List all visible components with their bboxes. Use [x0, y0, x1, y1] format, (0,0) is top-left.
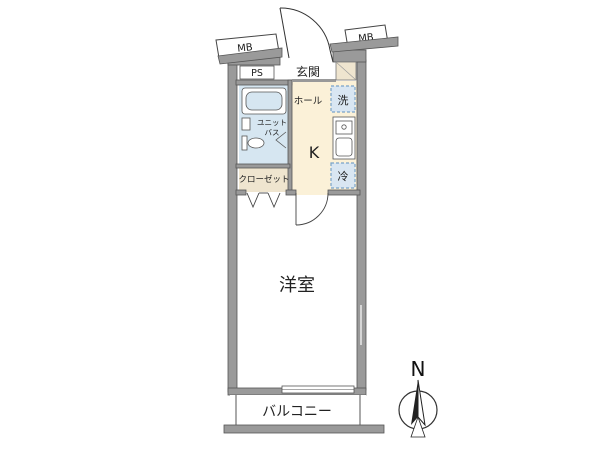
entrance-label: 玄関 — [296, 64, 320, 79]
kitchen-counter — [332, 116, 356, 160]
washer-label: 洗 — [338, 94, 349, 107]
entrance-floor — [290, 60, 336, 81]
ps-label: PS — [251, 68, 263, 79]
top-slanted-wall — [217, 47, 283, 65]
mb-left-label: MB — [237, 42, 254, 55]
western-room-floor — [236, 195, 358, 388]
door-swing-icon — [279, 7, 334, 63]
washer-box — [330, 85, 356, 113]
compass-north-icon — [398, 379, 438, 438]
entrance-step — [292, 79, 336, 82]
balcony-window — [281, 385, 355, 394]
balcony-label: バルコニー — [262, 404, 332, 420]
kitchen-label: K — [309, 143, 320, 162]
balcony — [223, 395, 385, 434]
stove-icon — [335, 137, 353, 157]
north-label: N — [411, 357, 426, 381]
unit-bath-label-1: ユニット — [257, 118, 287, 127]
closet-floor — [239, 167, 289, 192]
fridge-box — [330, 162, 356, 189]
closet-label: クローゼット — [238, 174, 289, 185]
closet-doors — [246, 192, 281, 209]
western-room-label: 洋室 — [279, 275, 315, 296]
top-slanted-wall-right — [329, 36, 399, 53]
sink-icon — [335, 120, 353, 135]
bath-sink-icon — [275, 131, 287, 149]
unit-bath-label-2: バス — [265, 128, 280, 137]
room-door-icon — [295, 192, 329, 226]
hall-label: ホール — [294, 96, 323, 107]
bathtub-icon — [241, 87, 287, 115]
ps-box — [239, 65, 275, 80]
fridge-label: 冷 — [338, 170, 349, 183]
toilet-icon — [241, 117, 265, 151]
